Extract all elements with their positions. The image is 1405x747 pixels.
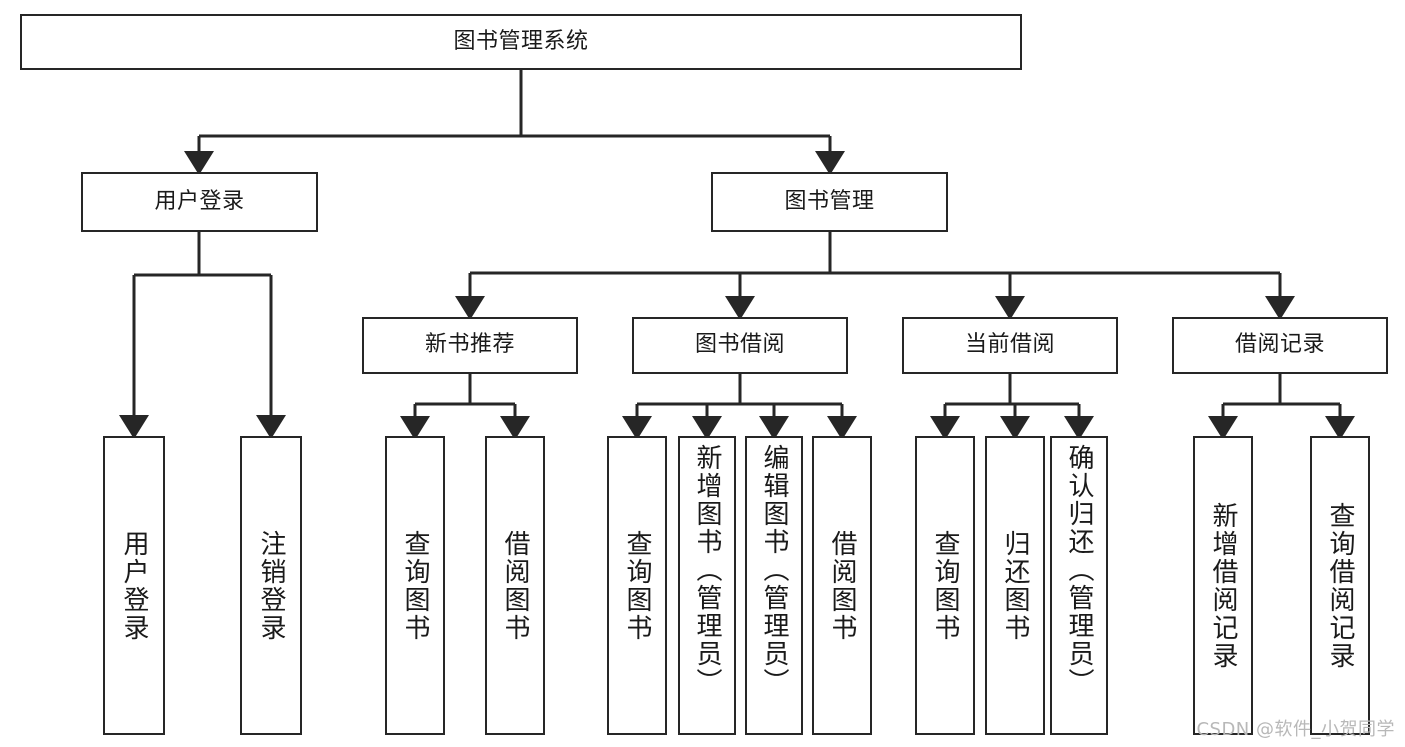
node-leaf-user-logout[interactable]: 注销登录 [240, 436, 302, 735]
csdn-watermark: CSDN @软件_小贺同学 [1196, 719, 1395, 740]
node-leaf-add-book[interactable]: 新增图书（管理员） [678, 436, 736, 735]
node-leaf-return-book-label: 归还图书 [1000, 529, 1030, 642]
node-user-login[interactable]: 用户登录 [81, 172, 318, 232]
node-leaf-user-logout-label: 注销登录 [256, 529, 286, 642]
node-leaf-query-book-2-label: 查询图书 [622, 529, 652, 642]
node-root-label: 图书管理系统 [453, 28, 589, 54]
edge-group-book-borrow [622, 374, 857, 440]
node-leaf-query-book-2[interactable]: 查询图书 [607, 436, 667, 735]
edge-group-current-borrow [930, 374, 1094, 440]
node-leaf-query-book-3[interactable]: 查询图书 [915, 436, 975, 735]
node-book-borrow-label: 图书借阅 [694, 332, 785, 358]
node-leaf-add-record[interactable]: 新增借阅记录 [1193, 436, 1253, 735]
node-leaf-borrow-book-1-label: 借阅图书 [500, 529, 530, 642]
node-leaf-query-record[interactable]: 查询借阅记录 [1310, 436, 1370, 735]
edge-group-new-book-rec [400, 374, 530, 440]
node-book-manage-label: 图书管理 [784, 188, 875, 214]
node-leaf-query-book-1-label: 查询图书 [400, 529, 430, 642]
node-new-book-rec-label: 新书推荐 [424, 332, 515, 358]
edge-group-root [184, 70, 845, 175]
edge-group-borrow-record [1208, 374, 1355, 440]
node-leaf-query-record-label: 查询借阅记录 [1325, 501, 1355, 670]
node-new-book-rec[interactable]: 新书推荐 [362, 317, 578, 374]
node-leaf-query-book-3-label: 查询图书 [930, 529, 960, 642]
node-leaf-add-record-label: 新增借阅记录 [1208, 501, 1238, 670]
node-leaf-edit-book-label: 编辑图书（管理员） [759, 444, 789, 696]
node-borrow-record[interactable]: 借阅记录 [1172, 317, 1388, 374]
node-leaf-edit-book[interactable]: 编辑图书（管理员） [745, 436, 803, 735]
node-leaf-borrow-book-2[interactable]: 借阅图书 [812, 436, 872, 735]
node-root[interactable]: 图书管理系统 [20, 14, 1022, 70]
node-leaf-query-book-1[interactable]: 查询图书 [385, 436, 445, 735]
edge-group-book-manage [455, 232, 1295, 320]
node-current-borrow-label: 当前借阅 [964, 332, 1055, 358]
node-leaf-return-book[interactable]: 归还图书 [985, 436, 1045, 735]
node-leaf-borrow-book-2-label: 借阅图书 [827, 529, 857, 642]
node-book-manage[interactable]: 图书管理 [711, 172, 948, 232]
node-leaf-add-book-label: 新增图书（管理员） [692, 444, 722, 696]
node-leaf-user-login-label: 用户登录 [119, 529, 149, 642]
edge-group-user-login [119, 232, 286, 439]
node-leaf-confirm-return-label: 确认归还（管理员） [1064, 444, 1094, 696]
node-book-borrow[interactable]: 图书借阅 [632, 317, 848, 374]
node-user-login-label: 用户登录 [154, 188, 245, 214]
node-leaf-confirm-return[interactable]: 确认归还（管理员） [1050, 436, 1108, 735]
node-borrow-record-label: 借阅记录 [1234, 332, 1325, 358]
node-leaf-user-login[interactable]: 用户登录 [103, 436, 165, 735]
node-current-borrow[interactable]: 当前借阅 [902, 317, 1118, 374]
node-leaf-borrow-book-1[interactable]: 借阅图书 [485, 436, 545, 735]
